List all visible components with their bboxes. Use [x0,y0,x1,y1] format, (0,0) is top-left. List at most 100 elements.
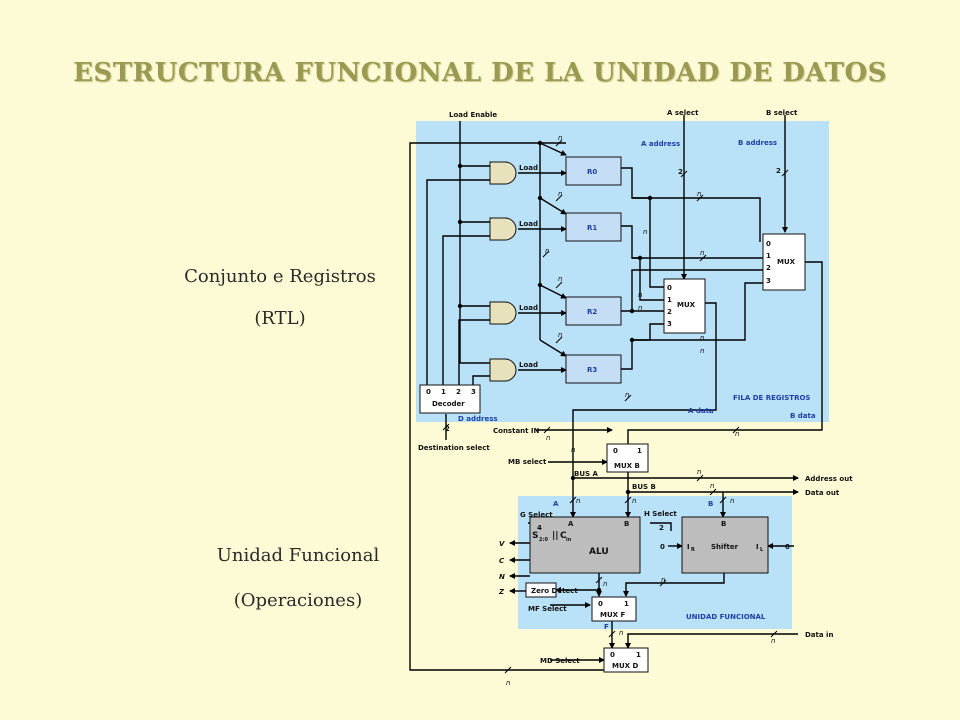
svg-text:||: || [552,531,559,541]
svg-text:0: 0 [660,543,665,551]
svg-text:F: F [604,623,609,631]
svg-text:S: S [532,531,538,541]
register-r0-label: R0 [587,168,597,176]
mux-d-block [603,647,649,673]
flag-c: C [499,557,505,565]
svg-text:0: 0 [667,284,672,292]
svg-text:2: 2 [776,167,781,175]
svg-text:A: A [553,500,559,508]
b-address-label: B address [738,139,777,147]
svg-text:B: B [624,520,629,528]
svg-text:1: 1 [667,296,672,304]
register-file-name: FILA DE REGISTROS [733,394,810,402]
shifter-label: Shifter [711,543,739,551]
data-in-label: Data in [805,631,833,639]
svg-text:n: n [710,482,714,490]
decoder-label: Decoder [432,400,465,408]
and-gate-0 [489,161,517,185]
b-select-label: B select [766,109,798,117]
svg-text:n: n [558,331,562,339]
svg-text:C: C [560,531,567,541]
svg-text:n: n [735,430,739,438]
svg-text:2:0: 2:0 [539,537,548,543]
destination-select-label: Destination select [418,444,490,452]
mux-f-label: MUX F [600,611,625,619]
and-gate-1 [489,217,517,241]
svg-text:n: n [638,291,642,299]
alu-label: ALU [589,547,609,557]
alu-block [529,516,641,574]
zero-detect-block [525,582,557,598]
mux-mb-label: MUX B [614,462,640,470]
svg-text:n: n [730,497,734,505]
svg-text:n: n [619,629,623,637]
a-select-label: A select [667,109,699,117]
data-out-label: Data out [805,489,840,497]
svg-text:4: 4 [537,524,542,532]
decoder-block [419,384,481,414]
md-select-label: MD Select [540,657,580,665]
svg-text:n: n [558,275,562,283]
svg-text:0: 0 [613,447,618,455]
load-label-2: Load [519,304,538,312]
mb-select-label: MB select [508,458,547,466]
svg-text:n: n [558,134,562,142]
svg-text:1: 1 [637,447,642,455]
b-data-label: B data [790,412,816,420]
svg-text:2: 2 [456,388,461,396]
svg-text:n: n [603,580,607,588]
svg-text:0: 0 [766,240,771,248]
svg-text:3: 3 [471,388,476,396]
flag-z: Z [498,588,505,596]
mux-a-block [663,278,706,334]
h-select-label: H Select [644,510,677,518]
register-r0 [565,156,622,186]
svg-text:R: R [691,547,695,553]
svg-text:2: 2 [667,308,672,316]
svg-text:n: n [771,637,775,645]
bus-d-feedback [409,142,609,671]
register-r1 [565,212,622,242]
svg-text:n: n [638,304,642,312]
bus-b-label: BUS B [632,483,656,491]
flag-n: N [499,573,505,581]
svg-text:n: n [700,347,704,355]
svg-text:0: 0 [785,543,790,551]
load-label-0: Load [519,164,538,172]
mf-select-label: MF Select [528,605,567,613]
svg-text:2: 2 [678,168,683,176]
load-label-3: Load [519,361,538,369]
svg-text:3: 3 [667,320,672,328]
load-enable-label: Load Enable [449,111,497,119]
svg-text:n: n [643,228,647,236]
g-select-label: G Select [520,511,553,519]
svg-text:n: n [625,391,629,399]
svg-text:n: n [700,334,704,342]
constant-in-label: Constant IN [493,427,540,435]
shifter-block [681,516,769,574]
svg-text:n: n [506,679,510,687]
and-gate-3 [489,358,517,382]
svg-text:I: I [687,543,690,551]
svg-text:L: L [760,547,764,553]
svg-text:n: n [697,468,701,476]
svg-text:I: I [756,543,759,551]
register-r2 [565,296,622,326]
load-label-1: Load [519,220,538,228]
svg-text:n: n [661,576,665,584]
and-gate-2 [489,301,517,325]
svg-text:n: n [558,190,562,198]
a-data-label: A data [688,407,714,415]
bus-a-label: BUS A [574,470,598,478]
svg-text:B: B [721,520,726,528]
svg-text:n: n [697,190,701,198]
register-r3 [565,354,622,384]
functional-label-line2: (Operaciones) [233,590,363,611]
svg-text:1: 1 [441,388,446,396]
svg-text:0: 0 [426,388,431,396]
mux-a-label: MUX [677,301,696,309]
svg-text:0: 0 [598,600,603,608]
svg-text:1: 1 [766,252,771,260]
functional-unit-name: UNIDAD FUNCIONAL [686,613,766,621]
